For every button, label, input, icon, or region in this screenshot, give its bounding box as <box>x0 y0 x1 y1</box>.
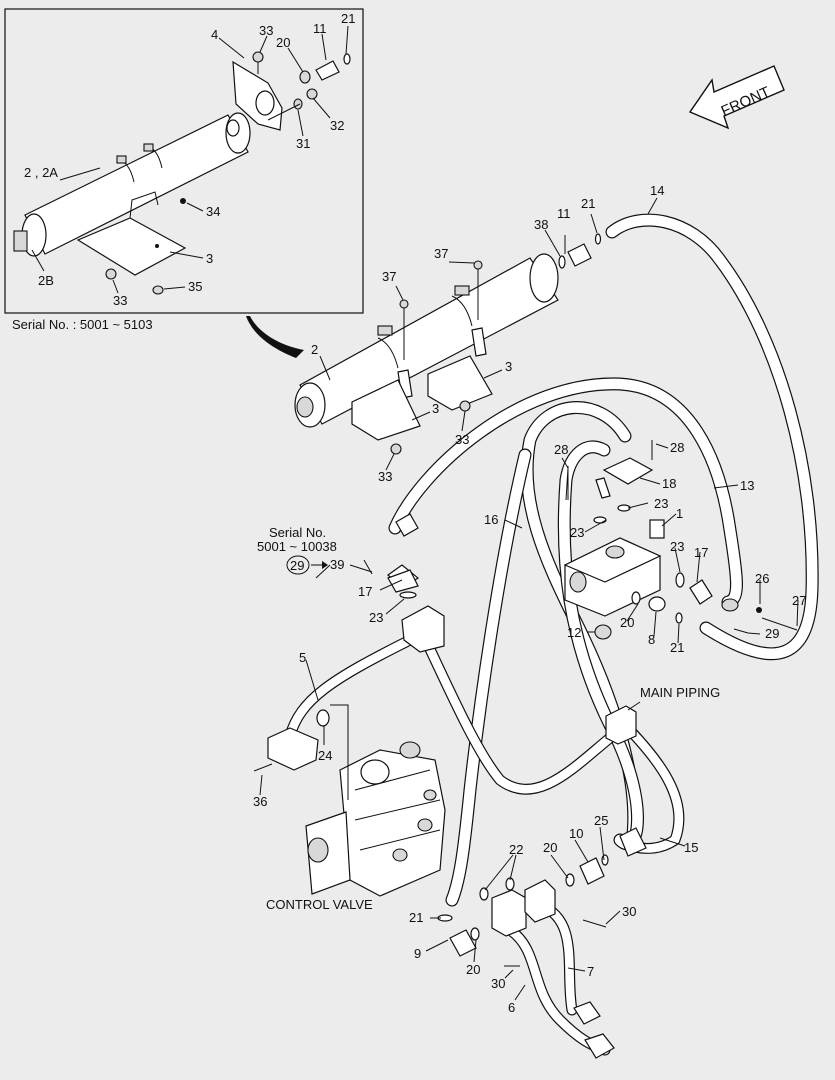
callout-label: 23 <box>570 525 584 540</box>
callout-numbers: 4 33 20 11 21 2 , 2A 32 31 34 3 2B 33 35… <box>24 11 806 1015</box>
callout-label: 17 <box>694 545 708 560</box>
callout-label: 30 <box>622 904 636 919</box>
callout-label: 23 <box>670 539 684 554</box>
callout-label: 25 <box>594 813 608 828</box>
inset-muffler <box>13 51 351 295</box>
serial-note: Serial No. 5001 ~ 10038 29 <box>257 525 337 575</box>
control-valve <box>305 704 446 897</box>
callout-label: 16 <box>484 512 498 527</box>
callout-label: 28 <box>670 440 684 455</box>
main-muffler <box>294 253 559 455</box>
callout-label: 10 <box>569 826 583 841</box>
front-arrow: FRONT <box>688 65 785 130</box>
callout-label: 4 <box>211 27 218 42</box>
callout-label: 2 <box>311 342 318 357</box>
flanges <box>267 513 637 1059</box>
callout-label: 29 <box>765 626 779 641</box>
callout-label: 11 <box>313 21 327 36</box>
callout-label: 23 <box>654 496 668 511</box>
callout-label: 12 <box>567 625 581 640</box>
callout-label: 13 <box>740 478 754 493</box>
valve-block-1 <box>563 440 798 640</box>
muffler-fittings <box>558 233 602 269</box>
callout-label: 20 <box>276 35 290 50</box>
callout-label: 30 <box>491 976 505 991</box>
control-valve-caption: CONTROL VALVE <box>266 897 373 912</box>
callout-label: 6 <box>508 1000 515 1015</box>
callout-label: 21 <box>409 910 423 925</box>
serial-note-line1: Serial No. <box>269 525 326 540</box>
callout-label: 26 <box>755 571 769 586</box>
callout-label: 11 <box>557 206 571 221</box>
callout-label: 2 , 2A <box>24 165 58 180</box>
callout-label: 34 <box>206 204 220 219</box>
leader-lines <box>31 25 799 1001</box>
callout-label: 33 <box>113 293 127 308</box>
callout-label: 20 <box>466 962 480 977</box>
callout-label: 17 <box>358 584 372 599</box>
callout-label: 14 <box>650 183 664 198</box>
callout-label: 2B <box>38 273 54 288</box>
inset-serial-caption: Serial No. : 5001 ~ 5103 <box>12 317 153 332</box>
callout-label: 1 <box>676 506 683 521</box>
callout-label: 36 <box>253 794 267 809</box>
callout-label: 15 <box>684 840 698 855</box>
main-piping-caption: MAIN PIPING <box>640 685 720 700</box>
callout-label: 3 <box>505 359 512 374</box>
callout-label: 21 <box>670 640 684 655</box>
callout-label: 20 <box>620 615 634 630</box>
callout-label: 32 <box>330 118 344 133</box>
callout-label: 3 <box>206 251 213 266</box>
callout-label: 37 <box>382 269 396 284</box>
callout-label: 20 <box>543 840 557 855</box>
callout-label: 3 <box>432 401 439 416</box>
callout-label: 28 <box>554 442 568 457</box>
callout-label: 24 <box>318 748 332 763</box>
callout-label: 38 <box>534 217 548 232</box>
callout-label: 31 <box>296 136 310 151</box>
callout-label: 5 <box>299 650 306 665</box>
callout-label: 22 <box>509 842 523 857</box>
callout-label: 7 <box>587 964 594 979</box>
callout-label: 33 <box>378 469 392 484</box>
callout-label: 21 <box>341 11 355 26</box>
callout-label: 33 <box>259 23 273 38</box>
callout-label: 39 <box>330 557 344 572</box>
callout-label: 37 <box>434 246 448 261</box>
callout-label: 33 <box>455 432 469 447</box>
callout-label: 21 <box>581 196 595 211</box>
callout-label: 18 <box>662 476 676 491</box>
callout-label: 35 <box>188 279 202 294</box>
serial-note-line2: 5001 ~ 10038 <box>257 539 337 554</box>
serial-note-circled-part: 29 <box>290 558 304 573</box>
callout-label: 23 <box>369 610 383 625</box>
callout-label: 9 <box>414 946 421 961</box>
callout-label: 27 <box>792 593 806 608</box>
small-hardware <box>253 559 647 967</box>
callout-label: 8 <box>648 632 655 647</box>
inset-frame <box>4 8 364 314</box>
inset-pointer-arrow <box>246 316 304 358</box>
